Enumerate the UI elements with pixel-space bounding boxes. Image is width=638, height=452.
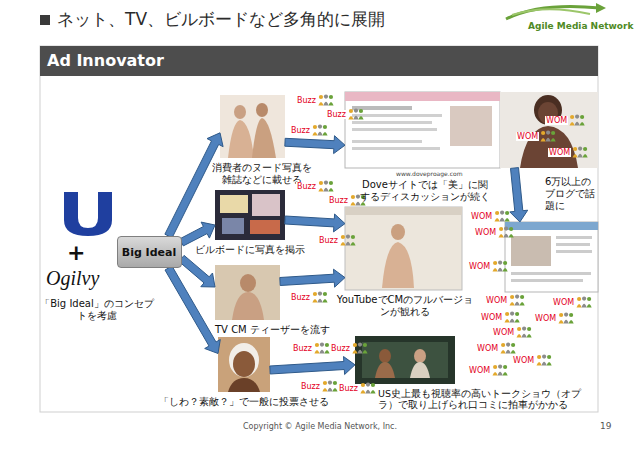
people-icon [352, 343, 367, 354]
people-icon [495, 211, 510, 222]
people-icon [314, 343, 329, 354]
campaign-item: 「しわ？素敵？」で一般に投票させる [218, 337, 270, 392]
people-icon [493, 365, 508, 376]
item-caption: YouTubeでCMのフルバージョンが観れる [335, 294, 475, 318]
wom-tag: WOM [480, 313, 503, 322]
people-icon [517, 327, 532, 338]
people-icon [537, 355, 552, 366]
header-band [40, 46, 598, 76]
people-icon [577, 297, 592, 308]
buzz-tag: Buzz [328, 196, 349, 205]
people-icon [570, 115, 585, 126]
slide-title: ネット、TV、ビルボードなど多角的に展開 [57, 9, 385, 29]
people-icon [493, 261, 508, 272]
picture-frame [40, 46, 598, 412]
item-caption: 6万以上のブログで話題に [545, 176, 601, 212]
people-icon [312, 292, 327, 303]
buzz-tag: Buzz [318, 236, 339, 245]
concept-box: Big Ideal [117, 236, 182, 268]
title-bullet [40, 15, 50, 25]
campaign-item: TV CM ティーザーを流す [215, 265, 280, 320]
people-icon [340, 235, 355, 246]
block-arrow [280, 269, 345, 287]
youtube-screenshot [345, 207, 462, 290]
people-icon [559, 313, 574, 324]
plus-sign: + [67, 240, 85, 266]
campaign-item: US史上最も視聴率の高いトークショウ（オプラ）で取り上げられ口コミに拍車がかかる [355, 336, 455, 384]
campaign-item: ビルボードに写真を掲示 [215, 190, 285, 240]
wom-tag: WOM [534, 314, 557, 323]
buzz-tag: Buzz [296, 182, 317, 191]
wom-tag: WOM [468, 262, 491, 271]
agency-logo: Ogilvy [46, 266, 99, 290]
company-name: Agile Media Network [528, 21, 633, 32]
people-icon [573, 147, 588, 158]
wom-tag: WOM [492, 328, 515, 337]
box-label: Big Ideal [122, 246, 176, 259]
buzz-tag: Buzz [300, 382, 321, 391]
buzz-tag: Buzz [290, 126, 311, 135]
page-number: 19 [600, 421, 611, 432]
wom-tag: WOM [545, 116, 568, 125]
site-url: www.doveproage.com [396, 170, 463, 177]
campaign-item: YouTubeでCMのフルバージョンが観れる [345, 207, 462, 290]
item-caption: ビルボードに写真を掲示 [195, 244, 305, 256]
people-icon [322, 381, 337, 392]
tv-photo [215, 265, 280, 320]
people-icon [541, 131, 556, 142]
wom-tag: WOM [468, 366, 491, 375]
people-icon [318, 181, 333, 192]
buzz-tag: Buzz [296, 96, 317, 105]
buzz-tag: Buzz [330, 344, 351, 353]
block-arrow [285, 214, 345, 232]
billboard-photo [215, 190, 285, 240]
wom-tag: WOM [512, 356, 535, 365]
wom-tag: WOM [485, 296, 508, 305]
buzz-tag: Buzz [292, 344, 313, 353]
wom-tag: WOM [476, 344, 499, 353]
campaign-item: 消費者のヌード写真を雑誌などに載せる [220, 95, 285, 158]
item-caption: 「しわ？素敵？」で一般に投票させる [154, 396, 334, 408]
item-caption: TV CM ティーザーを流す [215, 324, 335, 336]
people-icon [510, 295, 525, 306]
wom-tag: WOM [474, 228, 497, 237]
item-caption: Doveサイトでは「美」に関するディスカッションが続く [360, 179, 490, 203]
buzz-tag: Buzz [290, 293, 311, 302]
website-screenshot [345, 92, 598, 168]
block-arrow [510, 168, 528, 222]
buzz-tag: Buzz [338, 384, 359, 393]
campaign-item: 6万以上のブログで話題に [505, 222, 598, 292]
item-caption: US史上最も視聴率の高いトークショウ（オプラ）で取り上げられ口コミに拍車がかかる [378, 388, 593, 411]
concept-note: 「Big Ideal」のコンセプトを考慮 [38, 298, 156, 322]
nude-photo [220, 95, 285, 158]
talk-show-photo [355, 336, 455, 384]
people-icon [312, 125, 327, 136]
vote-photo [218, 337, 270, 392]
wom-tag: WOM [548, 148, 571, 157]
people-icon [501, 343, 516, 354]
wom-tag: WOM [516, 132, 539, 141]
block-arrow [270, 357, 355, 375]
blog-screenshot [505, 222, 598, 292]
buzz-tag: Buzz [326, 110, 347, 119]
people-icon [348, 109, 363, 120]
people-icon [318, 95, 333, 106]
unilever-logo [64, 192, 112, 236]
block-arrow [180, 222, 215, 246]
people-icon [505, 312, 520, 323]
people-icon [499, 227, 514, 238]
people-icon [360, 383, 375, 394]
wom-tag: WOM [552, 298, 575, 307]
block-arrow [165, 266, 220, 354]
block-arrow [165, 133, 223, 238]
wom-tag: WOM [470, 212, 493, 221]
block-arrow [179, 255, 215, 287]
copyright: Copyright © Agile Media Network, Inc. [195, 422, 445, 432]
header-text: Ad Innovator [47, 51, 164, 70]
block-arrow [285, 136, 345, 154]
company-logo [506, 3, 606, 19]
